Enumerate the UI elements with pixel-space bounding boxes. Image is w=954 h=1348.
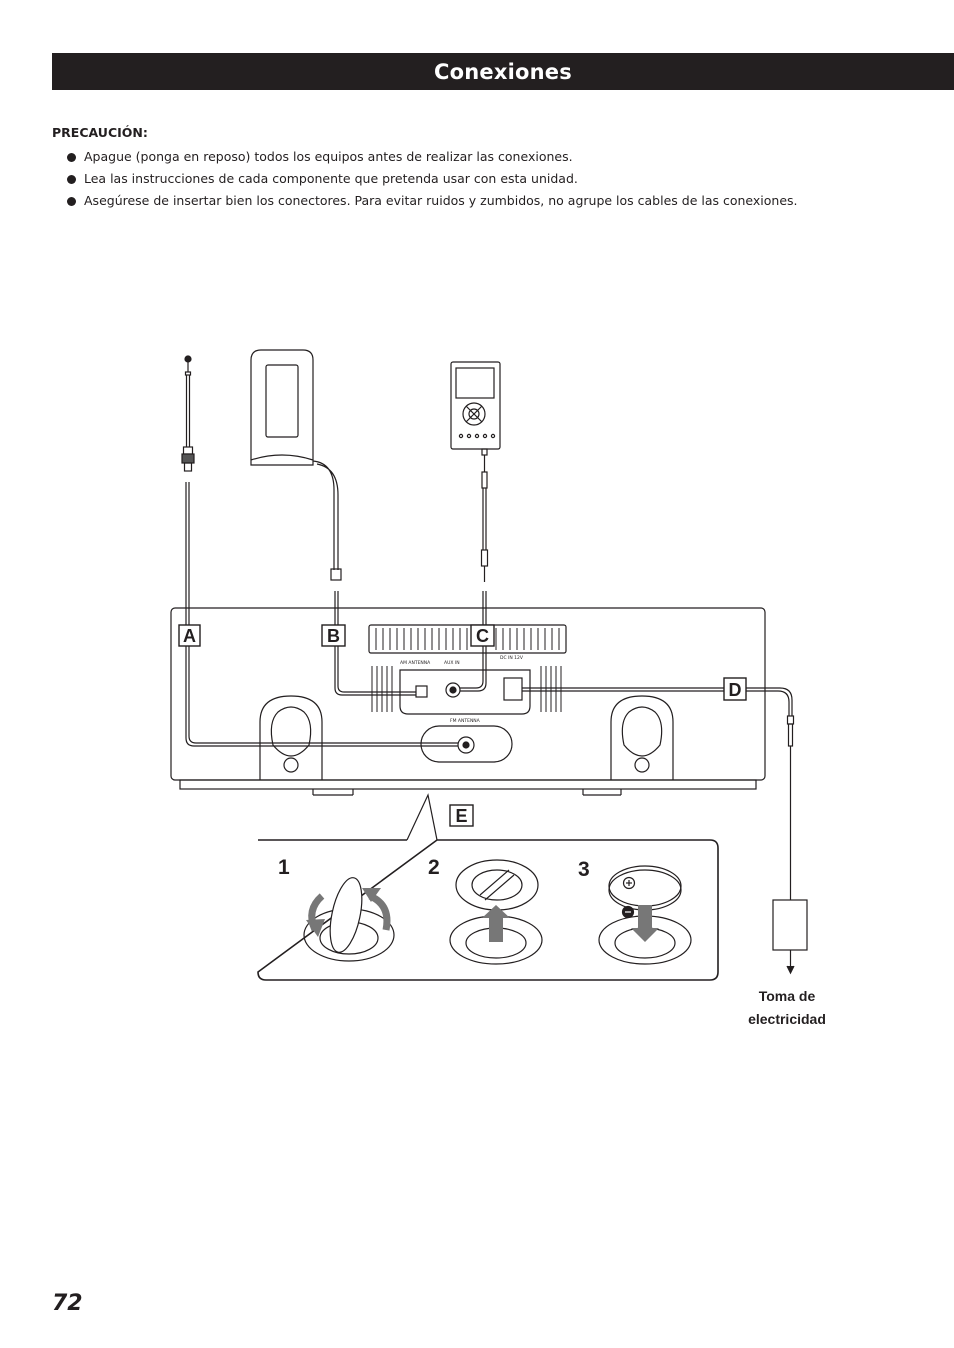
svg-text:E: E bbox=[455, 806, 467, 826]
caution-block: PRECAUCIÓN: Apague (ponga en reposo) tod… bbox=[52, 125, 932, 212]
callout-d: D bbox=[723, 677, 747, 701]
fm-antenna-cable-icon bbox=[181, 355, 195, 472]
caution-heading: PRECAUCIÓN: bbox=[52, 125, 148, 140]
step-number-2: 2 bbox=[428, 856, 440, 879]
dc-in-label: DC IN 12V bbox=[500, 655, 524, 661]
connection-lines bbox=[185, 482, 793, 747]
step2-remove-cover-icon bbox=[449, 859, 543, 965]
caution-item: Lea las instrucciones de cada componente… bbox=[67, 168, 932, 190]
outlet-label-line2: electricidad bbox=[748, 1011, 826, 1027]
am-antenna-label: AM ANTENNA bbox=[400, 660, 431, 666]
step3-insert-battery-icon bbox=[598, 865, 692, 965]
callout-b: B bbox=[321, 624, 346, 647]
battery-panel bbox=[257, 839, 719, 981]
callout-a: A bbox=[178, 624, 201, 647]
step-number-3: 3 bbox=[578, 858, 590, 881]
step-number-1: 1 bbox=[278, 856, 290, 879]
svg-text:C: C bbox=[476, 626, 489, 646]
svg-text:D: D bbox=[729, 680, 742, 700]
svg-text:B: B bbox=[327, 626, 340, 646]
main-unit-rear-panel bbox=[170, 607, 766, 796]
section-title-bar: Conexiones bbox=[52, 53, 954, 90]
caution-item: Asegúrese de insertar bien los conectore… bbox=[67, 190, 932, 212]
portable-player-icon bbox=[450, 361, 501, 582]
caution-item: Apague (ponga en reposo) todos los equip… bbox=[67, 146, 932, 168]
am-loop-antenna-icon bbox=[250, 349, 342, 581]
page-number: 72 bbox=[52, 1291, 83, 1316]
page-title: Conexiones bbox=[434, 59, 572, 84]
callout-e: E bbox=[449, 804, 474, 827]
step1-turn-cover-icon bbox=[303, 877, 395, 962]
callout-c: C bbox=[470, 624, 495, 647]
aux-in-label: AUX IN bbox=[444, 660, 460, 666]
callout-e-pointer bbox=[406, 793, 438, 841]
outlet-label-line1: Toma de bbox=[759, 988, 816, 1004]
fm-antenna-label: FM ANTENNA bbox=[450, 718, 481, 724]
svg-text:A: A bbox=[183, 626, 196, 646]
ac-adapter-icon bbox=[772, 715, 808, 975]
caution-list: Apague (ponga en reposo) todos los equip… bbox=[52, 146, 932, 212]
